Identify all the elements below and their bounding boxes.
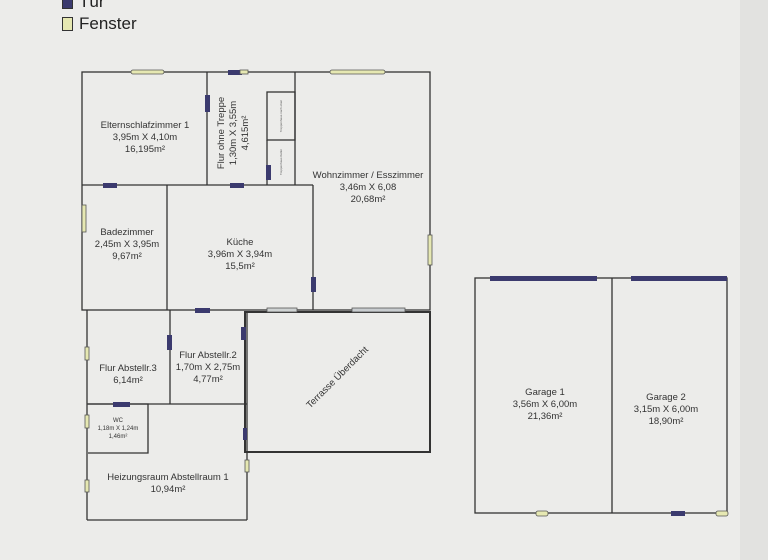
window [427,234,433,266]
garage-door [490,276,597,281]
window [130,69,165,75]
room-area: 6,14m² [113,375,143,386]
room-name: Wohnzimmer / Esszimmer [312,170,424,181]
room-dims: 3,96m X 3,94m [207,249,273,260]
window-swatch [62,17,73,31]
room-name: Garage 2 [646,392,686,403]
room-kueche: Küche 3,96m X 3,94m 15,5m² [208,237,272,273]
window [329,69,386,75]
room-flur: Flur ohne Treppe 1,30m X 3,55m 4,615m² [216,97,252,169]
room-dims: 3,15m X 6,00m [633,404,699,415]
room-garage-1: Garage 1 3,56m X 6,00m 21,36m² [513,387,577,423]
door [205,95,210,112]
room-area: 18,90m² [648,416,684,427]
room-dims: 3,56m X 6,00m [512,399,578,410]
door [230,183,244,188]
door [311,277,316,292]
window [244,459,250,473]
room-area: 21,36m² [527,411,563,422]
room-wc: WC 1,18m X 1,24m 1,46m² [98,417,139,441]
legend-door-label: Tür [79,0,105,11]
legend-door: Tür [62,0,105,12]
room-area: 15,5m² [225,261,255,272]
door [228,70,242,75]
room-flur-abstellr-2: Flur Abstellr.2 1,70m X 2,75m 4,77m² [176,350,240,386]
room-name: Garage 1 [525,387,565,398]
window [84,346,90,361]
room-elternschlafzimmer: Elternschlafzimmer 1 3,95m X 4,10m 16,19… [101,120,190,156]
room-name: Badezimmer [100,227,154,238]
window [81,204,87,233]
room-wohnzimmer: Wohnzimmer / Esszimmer 3,46m X 6,08 20,6… [313,170,424,206]
room-name: WC [113,418,123,424]
legend-window: Fenster [62,14,137,34]
door [113,402,130,407]
window [239,69,249,75]
window [351,307,406,313]
room-heizungsraum: Heizungsraum Abstellraum 1 10,94m² [107,472,228,496]
room-name: Heizungsraum Abstellraum 1 [107,472,229,483]
room-area: 10,94m² [150,484,186,495]
room-name: Treppenhaus Keller [279,148,283,176]
door [103,183,117,188]
garage-outline [474,277,728,514]
room-area: 4,615m² [240,115,251,151]
outer-wall-upper [81,71,431,311]
room-area: 4,77m² [193,374,223,385]
legend-window-label: Fenster [79,14,137,33]
room-badezimmer: Badezimmer 2,45m X 3,95m 9,67m² [95,227,159,263]
room-garage-2: Garage 2 3,15m X 6,00m 18,90m² [634,392,698,428]
room-name: Treppenhaus nach oben [279,99,283,133]
window [266,307,298,313]
room-name: Flur ohne Treppe [216,96,227,170]
room-name: Flur Abstellr.3 [99,363,157,374]
room-name: Küche [226,237,254,248]
room-name: Flur Abstellr.2 [179,350,237,361]
room-area: 16,195m² [124,144,166,155]
stair-up: Treppenhaus nach oben [279,100,283,132]
window [535,510,549,517]
door-swatch [62,0,73,9]
doors [103,70,727,516]
door [671,511,685,516]
room-dims: 1,70m X 2,75m [175,362,241,373]
windows [81,69,729,517]
window [84,414,90,429]
room-dims: 3,46m X 6,08 [339,182,397,193]
room-dims: 2,45m X 3,95m [94,239,160,250]
room-dims: 1,30m X 3,55m [228,100,239,166]
window [715,510,729,517]
photo-edge [740,0,768,560]
room-dims: 3,95m X 4,10m [112,132,178,143]
door [241,327,246,340]
room-area: 1,46m² [108,434,128,440]
stair-down: Treppenhaus Keller [279,149,283,175]
room-area: 20,68m² [350,194,386,205]
room-dims: 1,18m X 1,24m [97,426,139,432]
terrace-outline [244,311,431,453]
room-name: Elternschlafzimmer 1 [100,120,190,131]
window [84,479,90,493]
garage-door [631,276,727,281]
door [167,335,172,350]
door [195,308,210,313]
room-flur-abstellr-3: Flur Abstellr.3 6,14m² [99,363,157,387]
door [243,428,247,440]
door [266,165,271,180]
room-area: 9,67m² [112,251,142,262]
